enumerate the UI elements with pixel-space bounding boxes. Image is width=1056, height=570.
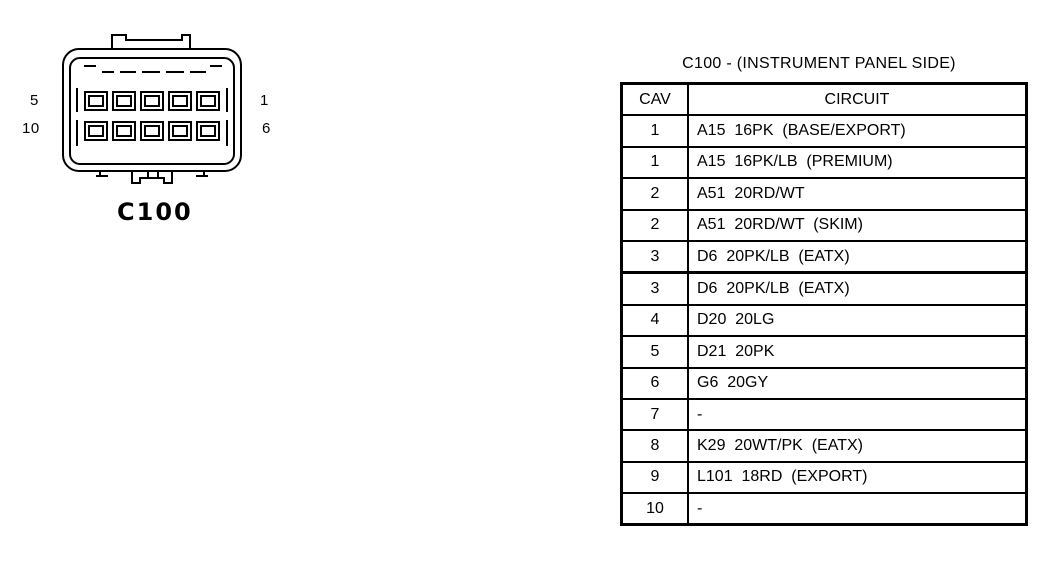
circuit-cell: A15 16PK (BASE/EXPORT) (687, 114, 1028, 148)
pin-label-6: 6 (262, 120, 271, 137)
table-row: 1 A15 16PK (BASE/EXPORT) (620, 114, 1028, 148)
table-row: 10 - (620, 492, 1028, 526)
cav-cell: 2 (620, 208, 689, 242)
cav-cell: 4 (620, 303, 689, 338)
cav-cell: 8 (620, 429, 689, 463)
cavity-3 (140, 91, 164, 111)
pin-label-1: 1 (260, 92, 269, 109)
table-title: C100 - (INSTRUMENT PANEL SIDE) (682, 55, 956, 72)
circuit-cell: D6 20PK/LB (EATX) (687, 271, 1028, 306)
circuit-cell: - (687, 492, 1028, 526)
table-row: 2 A51 20RD/WT (SKIM) (620, 208, 1028, 242)
table-row: 3 D6 20PK/LB (EATX) (620, 239, 1028, 274)
table-header-row: CAV CIRCUIT (620, 82, 1028, 117)
cav-cell: 3 (620, 271, 689, 306)
cavity-4 (112, 91, 136, 111)
keyway-dashes (84, 65, 222, 73)
cavity-2 (168, 91, 192, 111)
circuit-cell: D6 20PK/LB (EATX) (687, 239, 1028, 274)
header-circuit: CIRCUIT (687, 82, 1028, 117)
circuit-cell: D20 20LG (687, 303, 1028, 338)
table-row: 7 - (620, 397, 1028, 432)
circuit-cell: A51 20RD/WT (SKIM) (687, 208, 1028, 242)
cavity-6 (196, 121, 220, 141)
cavity-7 (168, 121, 192, 141)
cavity-8 (140, 121, 164, 141)
pin-label-10: 10 (22, 120, 40, 137)
table-row: 9 L101 18RD (EXPORT) (620, 460, 1028, 495)
cavity-1 (196, 91, 220, 111)
cavity-row-top (84, 91, 220, 111)
cav-cell: 5 (620, 335, 689, 369)
circuit-cell: - (687, 397, 1028, 432)
cavity-10 (84, 121, 108, 141)
circuit-cell: A51 20RD/WT (687, 177, 1028, 211)
cav-cell: 1 (620, 145, 689, 180)
pin-label-5: 5 (30, 92, 39, 109)
circuit-cell: G6 20GY (687, 366, 1028, 400)
table-row: 5 D21 20PK (620, 335, 1028, 369)
circuit-cell: K29 20WT/PK (EATX) (687, 429, 1028, 463)
cavity-9 (112, 121, 136, 141)
table-row: 2 A51 20RD/WT (620, 177, 1028, 211)
table-row: 4 D20 20LG (620, 303, 1028, 338)
table-row: 1 A15 16PK/LB (PREMIUM) (620, 145, 1028, 180)
connector-face-drawing (62, 34, 242, 184)
cavity-row-bottom (84, 121, 220, 141)
cav-cell: 7 (620, 397, 689, 432)
circuit-cell: A15 16PK/LB (PREMIUM) (687, 145, 1028, 180)
cavity-5 (84, 91, 108, 111)
cav-cell: 9 (620, 460, 689, 495)
cav-cell: 1 (620, 114, 689, 148)
header-cav: CAV (620, 82, 689, 117)
pinout-table: CAV CIRCUIT 1 A15 16PK (BASE/EXPORT) 1 A… (620, 82, 1028, 527)
connector-name: C100 (117, 198, 193, 226)
cav-cell: 2 (620, 177, 689, 211)
table-row: 8 K29 20WT/PK (EATX) (620, 429, 1028, 463)
cav-cell: 6 (620, 366, 689, 400)
circuit-cell: D21 20PK (687, 335, 1028, 369)
connector-latch (111, 34, 191, 50)
circuit-cell: L101 18RD (EXPORT) (687, 460, 1028, 495)
table-row: 3 D6 20PK/LB (EATX) (620, 271, 1028, 306)
cav-cell: 10 (620, 492, 689, 526)
cav-cell: 3 (620, 239, 689, 274)
connector-inner-shell (69, 57, 235, 165)
table-row: 6 G6 20GY (620, 366, 1028, 400)
